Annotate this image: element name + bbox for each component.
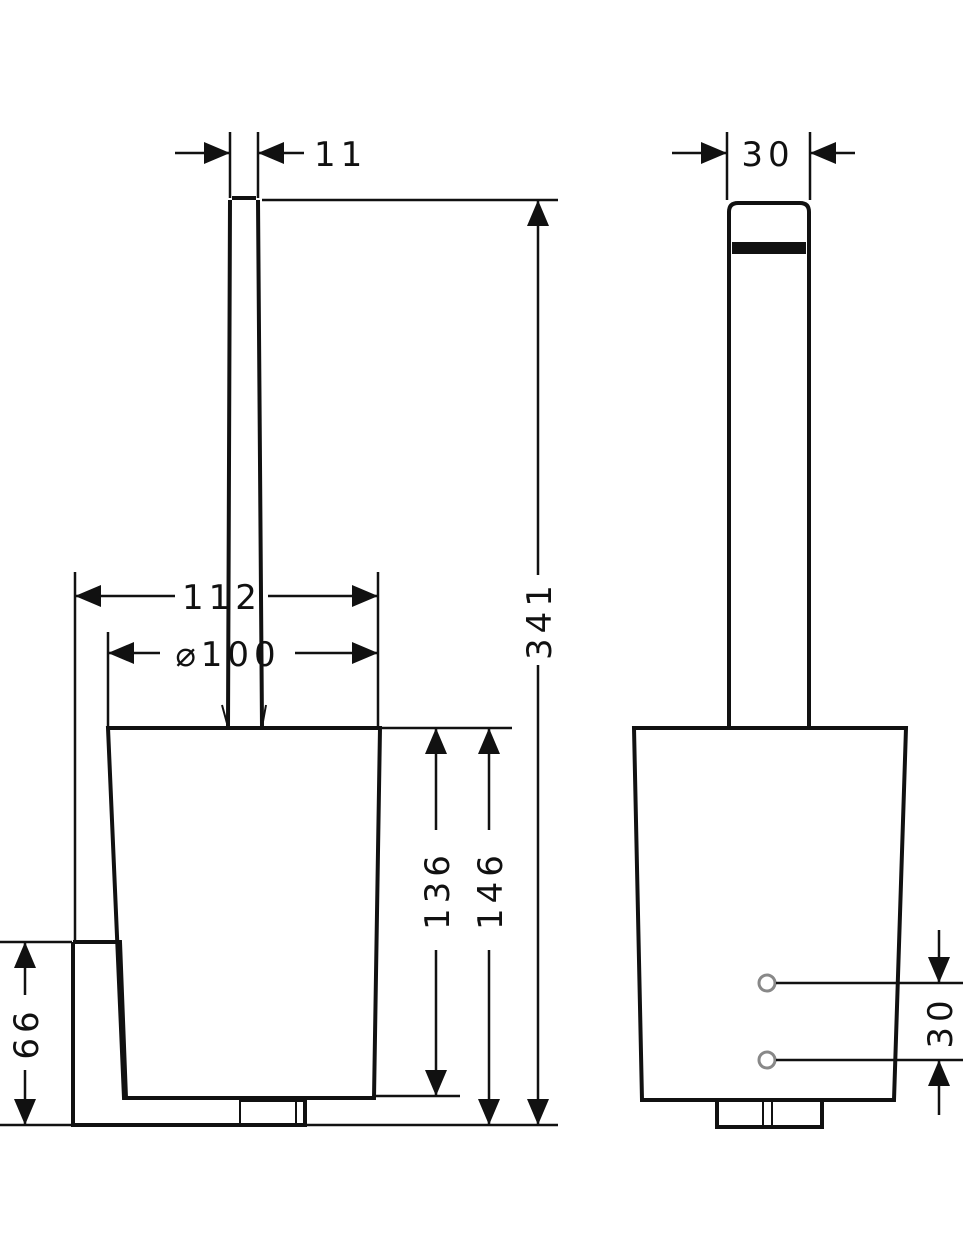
label-container-height: 146	[471, 850, 511, 930]
front-brush-handle-inner	[221, 704, 267, 728]
front-brush-handle	[226, 196, 264, 728]
label-total-width: 112	[182, 578, 262, 618]
dimension-lines	[0, 132, 963, 1127]
dim-handle-width-side	[672, 132, 855, 200]
label-handle-width-side: 30	[741, 135, 794, 175]
label-mount-height: 66	[7, 1006, 47, 1059]
side-handle-cap	[732, 242, 806, 254]
label-bowl-diameter: ⌀100	[175, 635, 280, 675]
label-bowl-height: 136	[418, 850, 458, 930]
dimension-labels: 11 30 112 ⌀100 341 136 146 66 30	[7, 135, 961, 1060]
label-handle-width-front: 11	[314, 135, 367, 175]
front-base-detail	[124, 1097, 374, 1125]
side-foot-detail	[762, 1100, 773, 1127]
dim-mount-height	[0, 940, 72, 1127]
dim-handle-width-front	[175, 132, 304, 198]
side-bowl	[631, 726, 909, 1102]
side-view	[631, 201, 909, 1129]
mounting-hole-upper	[757, 973, 777, 993]
front-bowl	[105, 726, 383, 1100]
dim-total-width	[73, 572, 380, 942]
front-wall-mount	[71, 940, 307, 1127]
front-view	[71, 196, 383, 1127]
mounting-hole-lower	[757, 1050, 777, 1070]
dim-total-height	[262, 198, 558, 1127]
side-brush-handle	[727, 201, 811, 726]
side-foot	[715, 1100, 824, 1129]
label-hole-spacing: 30	[921, 995, 961, 1048]
dim-hole-spacing	[776, 930, 963, 1115]
label-total-height: 341	[520, 580, 560, 660]
dim-bowl-diameter	[106, 632, 378, 728]
